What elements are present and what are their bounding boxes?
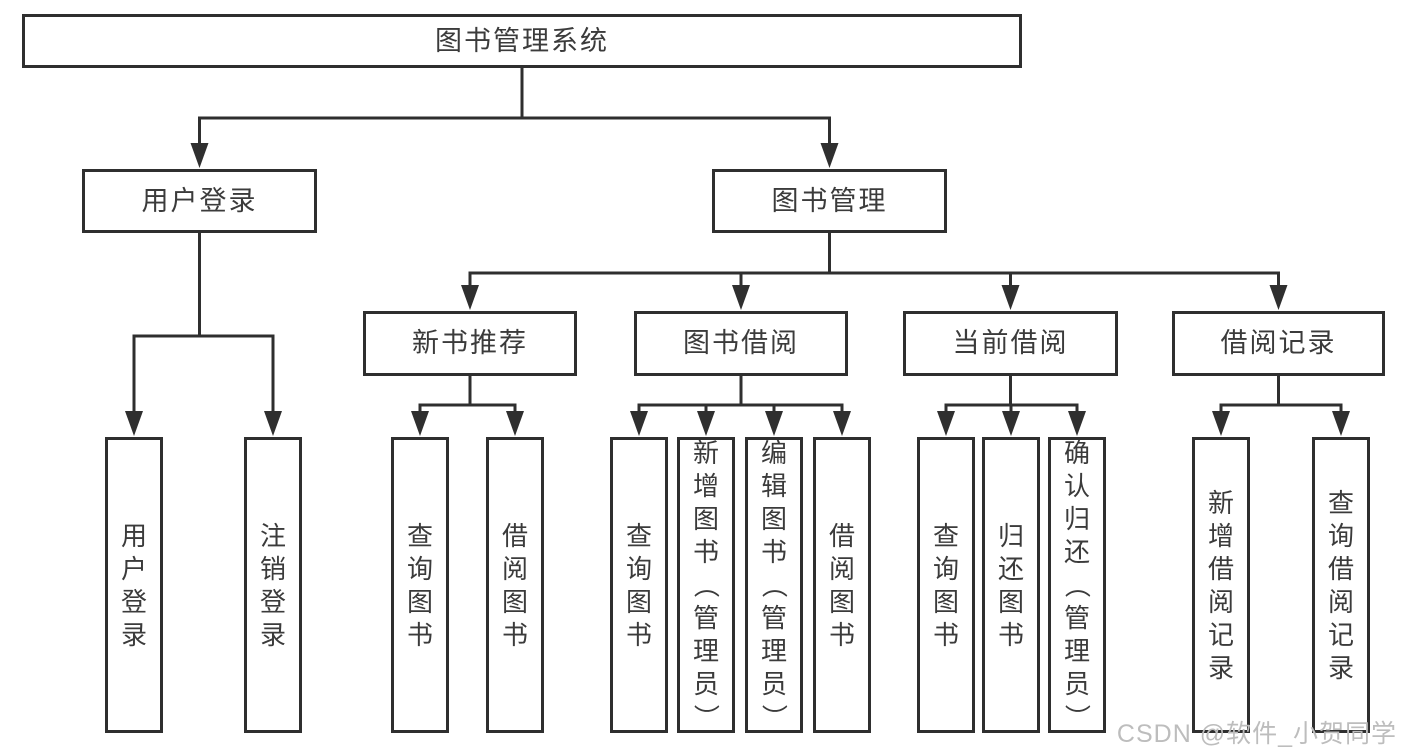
node-label: 查询借阅记录 (1328, 487, 1355, 683)
node-leaf-return-books: 归还图书 (982, 437, 1040, 733)
node-label: 查询图书 (407, 520, 434, 650)
node-label: 当前借阅 (952, 328, 1069, 358)
node-label: 图书借阅 (683, 328, 799, 358)
node-label: 查询图书 (626, 520, 653, 650)
node-leaf-query-borrow-record: 查询借阅记录 (1312, 437, 1370, 733)
arrowhead-icon (820, 143, 839, 168)
node-user-login: 用户登录 (82, 169, 317, 233)
node-book-borrow: 图书借阅 (634, 311, 848, 376)
node-current-borrow: 当前借阅 (903, 311, 1118, 376)
arrowhead-icon (732, 285, 750, 310)
node-root: 图书管理系统 (22, 14, 1022, 68)
watermark: CSDN @软件_小贺同学 (1116, 720, 1397, 747)
arrowhead-icon (190, 143, 209, 168)
node-leaf-confirm-return: 确认归还（管理员） (1048, 437, 1106, 733)
arrowhead-icon (697, 411, 715, 436)
node-new-book-rec: 新书推荐 (363, 311, 577, 376)
node-label: 新增图书（管理员） (691, 438, 721, 731)
node-label: 图书管理 (771, 185, 888, 216)
node-label: 借阅图书 (829, 520, 856, 650)
arrowhead-icon (411, 411, 429, 436)
node-label: 归还图书 (998, 520, 1025, 650)
arrowhead-icon (937, 411, 955, 436)
node-leaf-borrow-books-rec: 借阅图书 (486, 437, 544, 733)
node-book-mgmt: 图书管理 (712, 169, 947, 233)
node-leaf-query-books-current: 查询图书 (917, 437, 975, 733)
arrowhead-icon (1212, 411, 1230, 436)
node-label: 借阅图书 (502, 520, 529, 650)
node-leaf-add-books: 新增图书（管理员） (677, 437, 735, 733)
node-label: 新书推荐 (412, 328, 528, 358)
arrowhead-icon (765, 411, 783, 436)
node-leaf-logout: 注销登录 (244, 437, 302, 733)
arrowhead-icon (461, 285, 479, 310)
node-label: 借阅记录 (1220, 328, 1337, 358)
node-leaf-borrow-books: 借阅图书 (813, 437, 871, 733)
arrowhead-icon (264, 411, 282, 436)
arrowhead-icon (1332, 411, 1350, 436)
node-label: 确认归还（管理员） (1062, 438, 1092, 731)
arrowhead-icon (1269, 285, 1288, 310)
node-label: 图书管理系统 (435, 25, 609, 56)
node-leaf-add-borrow-record: 新增借阅记录 (1192, 437, 1250, 733)
arrowhead-icon (125, 411, 143, 436)
arrowhead-icon (833, 411, 851, 436)
node-leaf-query-books-borrow: 查询图书 (610, 437, 668, 733)
node-label: 编辑图书（管理员） (759, 438, 789, 731)
node-leaf-edit-books: 编辑图书（管理员） (745, 437, 803, 733)
arrowhead-icon (1001, 285, 1020, 310)
node-label: 用户登录 (141, 185, 258, 216)
node-label: 注销登录 (260, 520, 287, 650)
arrowhead-icon (630, 411, 648, 436)
arrowhead-icon (506, 411, 524, 436)
node-borrow-record: 借阅记录 (1172, 311, 1385, 376)
node-label: 新增借阅记录 (1208, 487, 1235, 683)
arrowhead-icon (1002, 411, 1020, 436)
node-leaf-user-login: 用户登录 (105, 437, 163, 733)
node-label: 查询图书 (933, 520, 960, 650)
node-label: 用户登录 (121, 520, 148, 650)
node-leaf-query-books-rec: 查询图书 (391, 437, 449, 733)
arrowhead-icon (1068, 411, 1086, 436)
